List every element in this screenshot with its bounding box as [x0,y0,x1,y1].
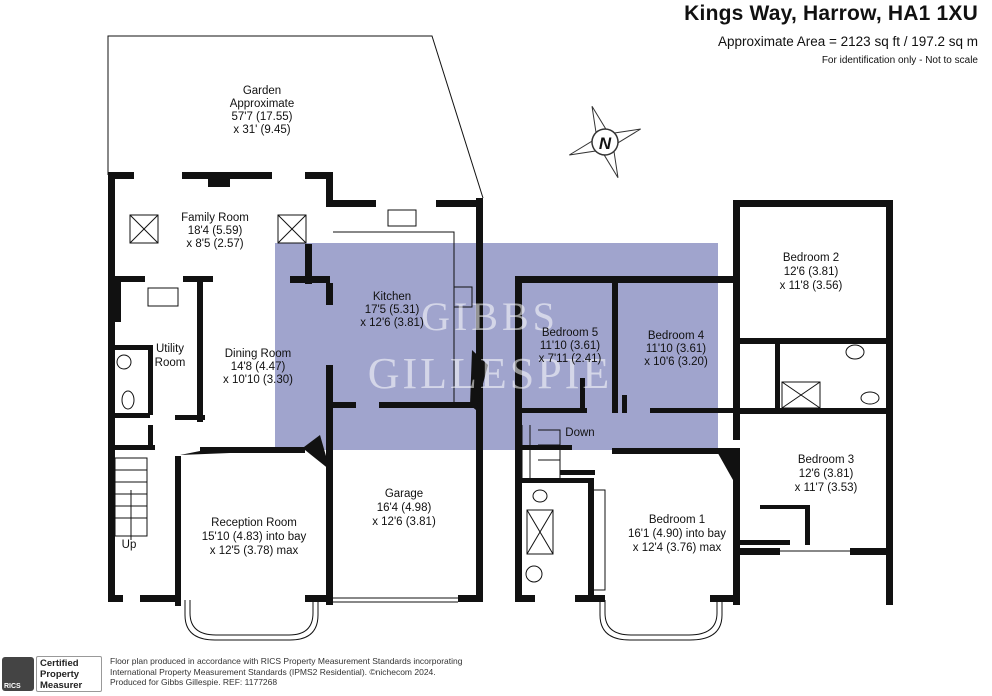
bedroom-3-dim-2: x 11'7 (3.53) [795,482,858,494]
room-labels: Garden Approximate 57'7 (17.55) x 31' (9… [122,85,858,557]
dining-room-dim-2: x 10'10 (3.30) [223,374,293,386]
bedroom-5-dim-2: x 7'11 (2.41) [539,353,602,365]
bedroom-1-label: Bedroom 1 [649,514,705,526]
garden-label: Garden [243,85,281,97]
rics-logo-icon [2,657,34,691]
skylight-icon [129,214,159,244]
stairs-up-label: Up [122,539,137,551]
bedroom-2-label: Bedroom 2 [783,252,839,264]
bedroom-4-label: Bedroom 4 [648,330,705,342]
footer-line-3: Produced for Gibbs Gillespie. REF: 11772… [110,677,278,687]
footer-line-1: Floor plan produced in accordance with R… [110,656,463,666]
utility-sink-icon [147,287,179,307]
area-summary: Approximate Area = 2123 sq ft / 197.2 sq… [717,34,978,49]
family-room-dim-1: 18'4 (5.59) [188,225,243,237]
skylight-icon [277,214,307,244]
family-room-label: Family Room [181,212,249,224]
garden-note: Approximate [230,98,295,110]
footer-line-2: International Property Measurement Stand… [110,666,436,677]
kitchen-dim-1: 17'5 (5.31) [365,304,420,316]
first-floor [470,200,893,641]
compass-icon [569,106,641,178]
bedroom-5-label: Bedroom 5 [542,327,598,339]
bedroom-4-dim-2: x 10'6 (3.20) [644,356,708,368]
bathroom-shower-icon [526,509,554,555]
sink-icon [387,209,417,227]
stairs-down [521,425,561,480]
bedroom-1-dim-2: x 12'4 (3.76) max [633,542,722,554]
family-room-dim-2: x 8'5 (2.57) [186,238,243,250]
bathroom-basin-icon [525,565,543,583]
dining-room-dim-1: 14'8 (4.47) [231,361,286,373]
garden-dim-2: x 31' (9.45) [233,124,290,136]
reception-room-dim-1: 15'10 (4.83) into bay [202,531,307,543]
scale-note: For identification only - Not to scale [821,55,978,66]
bedroom-3-label: Bedroom 3 [798,454,854,466]
utility-label-2: Room [155,357,186,369]
garage-dim-2: x 12'6 (3.81) [372,516,436,528]
basin-icon [116,354,132,370]
footer-notes: Floor plan produced in accordance with R… [110,656,462,688]
garden-dim-1: 57'7 (17.55) [231,111,292,123]
garden-outline [107,35,484,199]
kitchen-dim-2: x 12'6 (3.81) [360,317,424,329]
ground-floor [107,35,484,641]
badge-line-3: Measurer [40,680,83,691]
compass-north-label: N [599,134,612,153]
watermark-line-2: GILLESPIE [368,349,613,398]
garage-label: Garage [385,488,423,500]
rics-label: RICS [4,683,21,690]
ensuite-basin-icon [845,344,865,360]
bedroom-1-dim-1: 16'1 (4.90) into bay [628,528,726,540]
reception-room-dim-2: x 12'5 (3.78) max [210,545,299,557]
certified-badge: Certified Property Measurer [36,656,102,692]
shower-icon [781,381,821,409]
ensuite-toilet-icon [860,391,880,405]
utility-label-1: Utility [156,343,184,355]
dining-room-label: Dining Room [225,348,291,360]
badge-line-1: Certified [40,658,79,669]
bedroom-3-dim-1: 12'6 (3.81) [799,468,854,480]
watermark-line-1: GIBBS [421,294,559,339]
bedroom-2-dim-1: 12'6 (3.81) [784,266,839,278]
bedroom-5-dim-1: 11'10 (3.61) [540,340,600,352]
toilet-icon [121,390,135,410]
stairs-up [114,457,148,540]
bedroom-4-dim-1: 11'10 (3.61) [646,343,706,355]
bedroom-2-dim-2: x 11'8 (3.56) [780,280,843,292]
bathroom-toilet-icon [532,489,548,503]
badge-line-2: Property [40,669,80,680]
property-title: Kings Way, Harrow, HA1 1XU [684,2,978,25]
stairs-down-label: Down [565,427,594,439]
kitchen-label: Kitchen [373,291,411,303]
hob-icon [453,286,473,308]
reception-room-label: Reception Room [211,517,297,529]
garage-dim-1: 16'4 (4.98) [377,502,432,514]
